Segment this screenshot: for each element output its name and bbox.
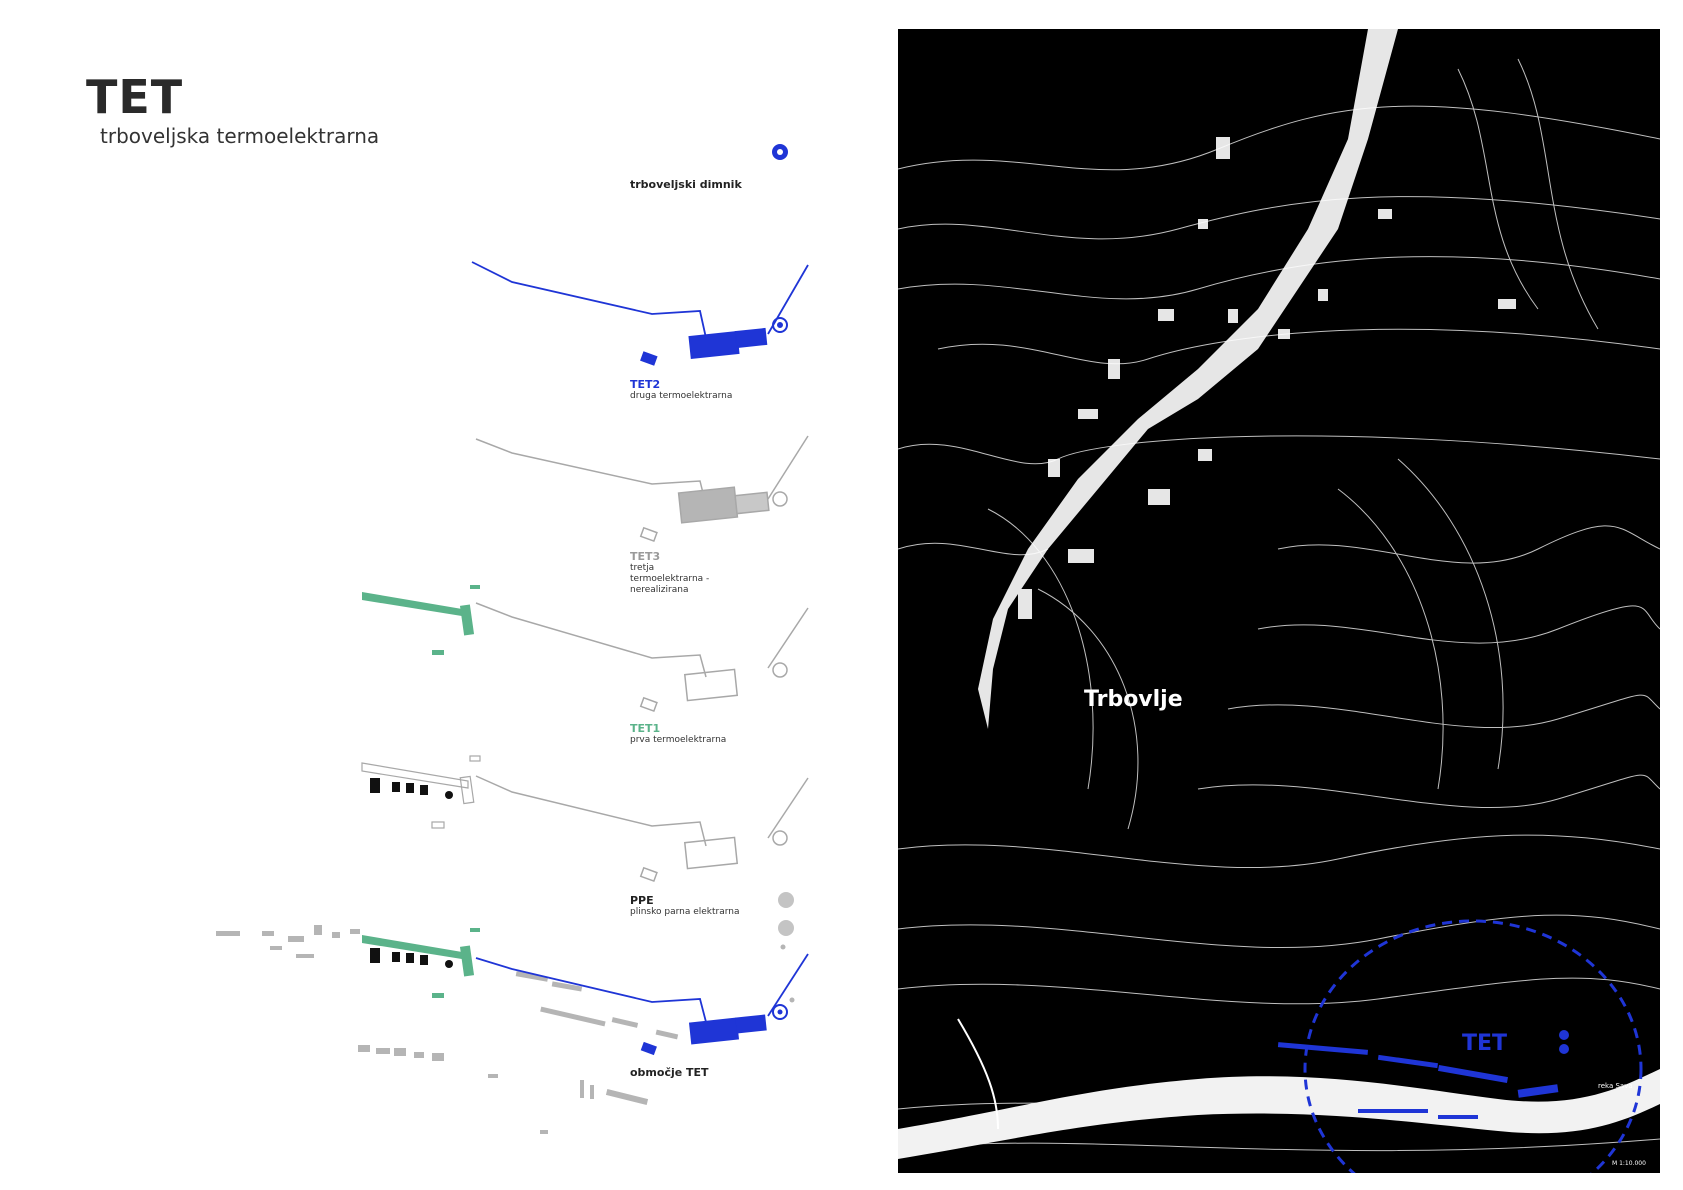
- map-contours: [898, 29, 1660, 1173]
- legend-ppe: PPE plinsko parna elektrarna: [630, 894, 740, 918]
- legend-diagrams: [216, 144, 809, 1134]
- legend-ppe-desc: plinsko parna elektrarna: [630, 907, 740, 917]
- legend-tet1: TET1 prva termoelektrarna: [630, 722, 726, 746]
- map-river-label: reka Sava: [1598, 1082, 1633, 1090]
- ppe-diagram: [361, 755, 809, 936]
- legend-obmocje: območje TET: [630, 1066, 709, 1079]
- tet2-diagram: [471, 261, 809, 366]
- legend-tet3-desc: tretja termoelektrarna - nerealizirana: [630, 563, 710, 595]
- page-title: TET: [86, 70, 184, 124]
- legend-tet1-title: TET1: [630, 722, 661, 735]
- legend-tet3: TET3 tretja termoelektrarna - nerealizir…: [630, 550, 730, 596]
- legend-tet3-title: TET3: [630, 550, 661, 563]
- topographic-map: Trbovlje TET reka Sava M 1:10.000: [898, 29, 1660, 1173]
- map-scale-label: M 1:10.000: [1612, 1160, 1646, 1167]
- legend-tet2: TET2 druga termoelektrarna: [630, 378, 732, 402]
- legend-ppe-title: PPE: [630, 894, 654, 907]
- map-area-label: TET: [1462, 1031, 1508, 1056]
- legend-tet2-title: TET2: [630, 378, 661, 391]
- tet3-diagram: [475, 435, 809, 543]
- map-town-label: Trbovlje: [1084, 687, 1183, 712]
- legend-dimnik-title: trboveljski dimnik: [630, 178, 742, 191]
- legend-tet1-desc: prva termoelektrarna: [630, 735, 727, 745]
- legend-dimnik: trboveljski dimnik: [630, 178, 742, 191]
- legend-obmocje-title: območje TET: [630, 1066, 709, 1079]
- page-subtitle: trboveljska termoelektrarna: [100, 124, 380, 148]
- tet1-diagram: [362, 585, 809, 713]
- legend-tet2-desc: druga termoelektrarna: [630, 391, 733, 401]
- chimney-symbol: [772, 144, 788, 160]
- area-diagram: [216, 925, 809, 1134]
